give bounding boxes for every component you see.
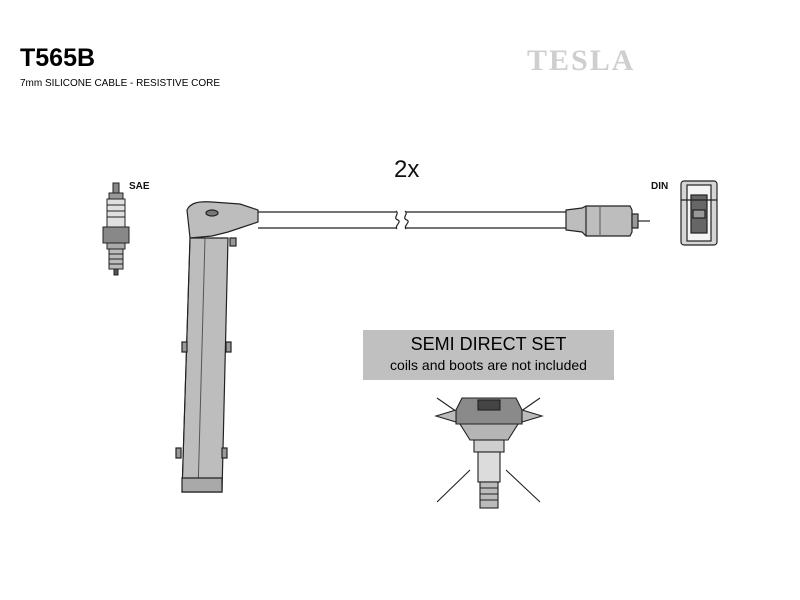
cable-spec: 7mm SILICONE CABLE - RESISTIVE CORE — [20, 78, 221, 89]
note-title: SEMI DIRECT SET — [410, 334, 567, 354]
spark-plug-icon — [102, 182, 130, 276]
long-spark-plug-boot — [175, 201, 259, 493]
din-terminal-label: DIN — [651, 181, 669, 192]
quantity-label: 2x — [394, 156, 420, 183]
part-number: T565B — [20, 44, 96, 72]
semi-direct-note: SEMI DIRECT SET coils and boots are not … — [363, 330, 614, 380]
ignition-coil-icon — [434, 397, 544, 509]
ignition-cable — [258, 210, 566, 230]
din-connector-boot — [565, 205, 650, 237]
din-terminal-icon — [680, 180, 718, 246]
note-subtitle: coils and boots are not included — [390, 357, 587, 373]
sae-terminal-label: SAE — [129, 181, 150, 192]
brand-logo: TESLA — [527, 44, 636, 77]
